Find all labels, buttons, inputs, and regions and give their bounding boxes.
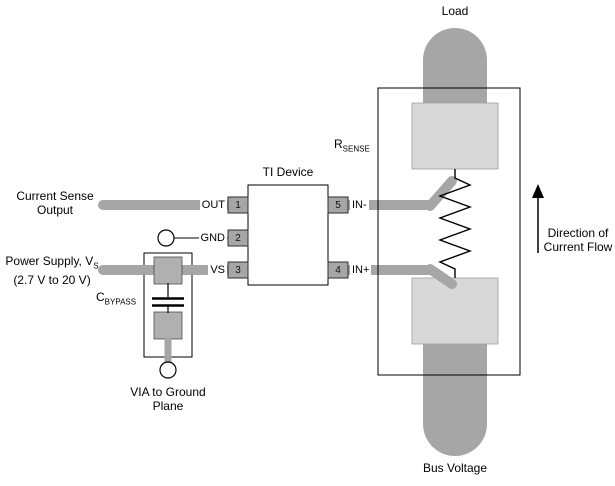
shunt-region-outline [377, 87, 521, 376]
gnd-via-circle [157, 229, 175, 247]
cbypass-label-main: C [96, 290, 105, 304]
power-supply-label: Power Supply, VS (2.7 V to 20 V) [0, 254, 104, 287]
power-supply-label-line2: (2.7 V to 20 V) [13, 273, 91, 288]
pin-4-number: 4 [335, 264, 341, 276]
power-supply-label-main: Power Supply, V [5, 254, 94, 268]
bypass-cap-pad-bottom [153, 311, 183, 340]
ti-device-package [227, 184, 349, 286]
pin-2-number: 2 [235, 232, 241, 244]
pin-5-pad [327, 196, 349, 214]
pin-5-number: 5 [335, 199, 341, 211]
via-ground-label-line2: Plane [152, 399, 184, 413]
via-ground-label-line1: VIA to Ground [130, 385, 206, 399]
arrow-head-up [532, 184, 544, 198]
pin-vs-label: VS [208, 264, 227, 277]
pin-in-plus-label: IN+ [350, 264, 372, 277]
rsense-pad-bottom [411, 277, 499, 345]
current-sense-output-label: Current Sense Output [6, 189, 104, 217]
load-label: Load [441, 4, 469, 18]
rsense-resistor-symbol [437, 169, 473, 278]
direction-label-line2: Current Flow [543, 240, 613, 254]
ti-device-label: TI Device [262, 165, 314, 179]
rsense-label-main: R [334, 137, 343, 151]
cbypass-label-sub: BYPASS [104, 297, 137, 307]
cbypass-label: CBYPASS [96, 290, 136, 309]
current-sense-output-label-line1: Current Sense [16, 189, 94, 203]
pin-in-minus-label: IN- [350, 199, 369, 212]
power-supply-label-sub: S [93, 261, 99, 271]
ic-body [247, 184, 329, 286]
in-plus-diagonal-trace [425, 264, 457, 289]
rsense-label: RSENSE [334, 137, 370, 156]
pin-1-number: 1 [235, 199, 241, 211]
pin-4-pad [327, 261, 349, 279]
pin-out-label: OUT [199, 199, 227, 212]
bus-voltage-label: Bus Voltage [422, 461, 488, 475]
direction-label-line1: Direction of [547, 226, 609, 240]
pin-2-pad [227, 229, 249, 247]
bypass-cap-pad-top [153, 256, 183, 285]
rsense-label-sub: SENSE [342, 144, 370, 154]
power-supply-label-line1: Power Supply, VS [0, 254, 104, 273]
pin-gnd-label: GND [198, 232, 227, 245]
ground-via-circle [159, 361, 177, 379]
via-ground-label: VIA to Ground Plane [118, 385, 218, 413]
in-minus-diagonal-trace [425, 176, 457, 211]
pin-1-pad [227, 196, 249, 214]
pin-3-number: 3 [235, 264, 241, 276]
current-sense-output-label-line2: Output [36, 203, 74, 217]
direction-label: Direction of Current Flow [542, 226, 614, 254]
rsense-pad-top [411, 102, 499, 170]
current-flow-arrow [532, 184, 544, 253]
pin-3-pad [227, 261, 249, 279]
